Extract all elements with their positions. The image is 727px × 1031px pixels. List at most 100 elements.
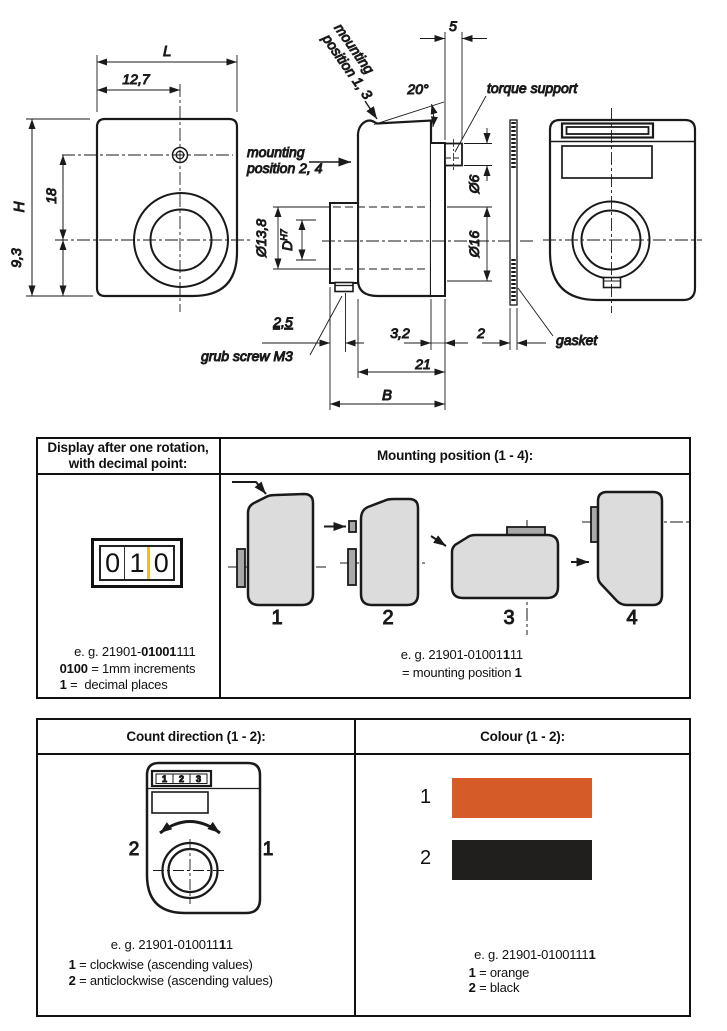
grub-screw bbox=[334, 281, 354, 293]
legend-key: 1 bbox=[68, 957, 76, 972]
mounting-position-3: 3 bbox=[430, 520, 560, 635]
count-example-post: 1 bbox=[225, 937, 233, 952]
mounting-position-4: 4 bbox=[571, 490, 690, 630]
legend-value: = orange bbox=[475, 965, 530, 980]
dim-32-label: 3,2 bbox=[390, 325, 410, 341]
display-example-post: 111 bbox=[176, 644, 196, 659]
front-view: L 12,7 H 18 9,3 bbox=[8, 43, 252, 312]
position-number: 3 bbox=[503, 607, 514, 629]
back-centerlines bbox=[543, 108, 702, 313]
mounting-cell-header: Mounting position (1 - 4): bbox=[376, 448, 534, 463]
torque-support-label: torque support bbox=[487, 80, 578, 96]
display-cell-header-line1: Display after one rotation, bbox=[47, 440, 209, 455]
bottom-extension-lines bbox=[329, 287, 518, 410]
dim-5-label: 5 bbox=[449, 18, 457, 34]
dim-5 bbox=[420, 32, 487, 140]
dim-H-label: H bbox=[11, 201, 28, 212]
display-example-pre: e. g. 21901- bbox=[74, 644, 142, 659]
back-label-window bbox=[561, 145, 653, 179]
colour-legend-1: 1 = orange bbox=[455, 949, 530, 997]
front-body-outline bbox=[95, 117, 239, 298]
options-table-header-divider bbox=[36, 753, 691, 755]
counter-digit: 0 bbox=[153, 547, 169, 578]
grub-screw-label: grub screw M3 bbox=[201, 348, 293, 364]
dim-L bbox=[96, 55, 238, 112]
count-direction-graphic: 1 2 3 2 1 bbox=[128, 761, 274, 915]
torque-support-leader bbox=[454, 95, 487, 153]
back-counter-window bbox=[560, 122, 655, 139]
count-example: e. g. 21901-010011 1 1 bbox=[60, 921, 270, 969]
device-counter-digit: 3 bbox=[196, 774, 201, 784]
mounting-example-pre: e. g. 21901-01001 bbox=[400, 647, 503, 662]
colour-legend-2: 2 = black bbox=[455, 964, 520, 1012]
gasket-part bbox=[509, 119, 518, 306]
count-legend-1: 1 = clockwise (ascending values) bbox=[55, 941, 253, 989]
mounting-result-pre: = mounting position bbox=[401, 665, 515, 680]
colour-example-pre: e. g. 21901-0100111 bbox=[474, 947, 589, 962]
front-centerlines bbox=[55, 84, 252, 312]
legend-key: 1 bbox=[59, 677, 67, 692]
colour-cell-header: Colour (1 - 2): bbox=[480, 729, 565, 744]
technical-drawing: L 12,7 H 18 9,3 bbox=[8, 18, 702, 410]
gasket-label: gasket bbox=[556, 332, 598, 348]
swatch-1-number: 1 bbox=[420, 786, 432, 808]
svg-text:mounting: mounting bbox=[247, 144, 305, 160]
legend-key: 2 bbox=[468, 980, 476, 995]
spec-table-header-divider bbox=[36, 473, 691, 475]
display-legend-1: 0100 = 1mm increments bbox=[46, 645, 196, 693]
dim-L-label: L bbox=[163, 43, 171, 60]
colour-example-bold: 1 bbox=[588, 947, 596, 962]
count-example-pre: e. g. 21901-010011 bbox=[110, 937, 219, 952]
device-knob-centerlines bbox=[153, 839, 227, 904]
dim-H bbox=[26, 118, 93, 297]
options-table-column-divider bbox=[354, 718, 356, 1017]
dim-D-label: DH7 bbox=[279, 228, 295, 251]
count-direction-1-label: 1 bbox=[263, 839, 274, 860]
swatch-2-number: 2 bbox=[420, 847, 432, 869]
side-boss bbox=[329, 202, 359, 284]
mounting-example-bold: 1 bbox=[502, 647, 510, 662]
dim-127-label: 12,7 bbox=[122, 71, 150, 87]
display-example: e. g. 21901-01001111 bbox=[38, 628, 218, 676]
dim-93-label: 9,3 bbox=[8, 248, 24, 268]
count-legend-2: 2 = anticlockwise (ascending values) bbox=[55, 957, 273, 1005]
svg-text:position 2, 4: position 2, 4 bbox=[246, 160, 323, 176]
swatch-orange bbox=[452, 778, 592, 818]
legend-value: = black bbox=[475, 980, 520, 995]
decimal-point-marker bbox=[147, 547, 150, 579]
dim-dia6-dia16 bbox=[447, 128, 492, 282]
side-body-outline bbox=[356, 119, 433, 298]
dim-dia138-D bbox=[273, 206, 330, 270]
back-counter-window-slit bbox=[565, 126, 650, 135]
side-view: 20° mounting position 1, 3 mounting posi… bbox=[201, 18, 599, 410]
dim-25-label: 2,5 bbox=[272, 314, 293, 330]
mounting-result: = mounting position 1 bbox=[290, 649, 620, 697]
dim-21-label: 21 bbox=[414, 356, 431, 372]
colour-example: e. g. 21901-01001111 bbox=[400, 931, 656, 979]
count-cell-header: Count direction (1 - 2): bbox=[126, 729, 266, 744]
legend-key: 0100 bbox=[59, 661, 88, 676]
position-number: 2 bbox=[382, 607, 393, 629]
counter-display-cells: 0 1 0 bbox=[99, 545, 175, 581]
mounting-result-bold: 1 bbox=[514, 665, 522, 680]
dim-dia138-label: Ø13,8 bbox=[253, 219, 269, 258]
mounting-13-callout: mounting position 1, 3 bbox=[318, 20, 378, 120]
back-view bbox=[543, 108, 702, 313]
device-counter-window: 1 2 3 bbox=[150, 769, 213, 788]
mounting-position-2: 2 bbox=[324, 497, 426, 630]
mounting-example-post: 11 bbox=[509, 647, 523, 662]
legend-value: = anticlockwise (ascending values) bbox=[75, 973, 273, 988]
grub-screw-leader bbox=[309, 295, 343, 356]
device-outline bbox=[145, 761, 262, 915]
rotation-arrow bbox=[159, 820, 221, 835]
display-cell-header: Display after one rotation, with decimal… bbox=[38, 440, 218, 472]
dim-18-label: 18 bbox=[43, 188, 59, 204]
mounting-example: e. g. 21901-01001111 bbox=[290, 631, 620, 679]
side-bore-hidden-lines bbox=[333, 206, 429, 270]
legend-value: = decimal places bbox=[66, 677, 168, 692]
dim-dia16-label: Ø16 bbox=[466, 231, 482, 259]
dim-dia6-label: Ø6 bbox=[466, 174, 482, 194]
position-number: 4 bbox=[626, 607, 637, 629]
legend-key: 2 bbox=[68, 973, 76, 988]
